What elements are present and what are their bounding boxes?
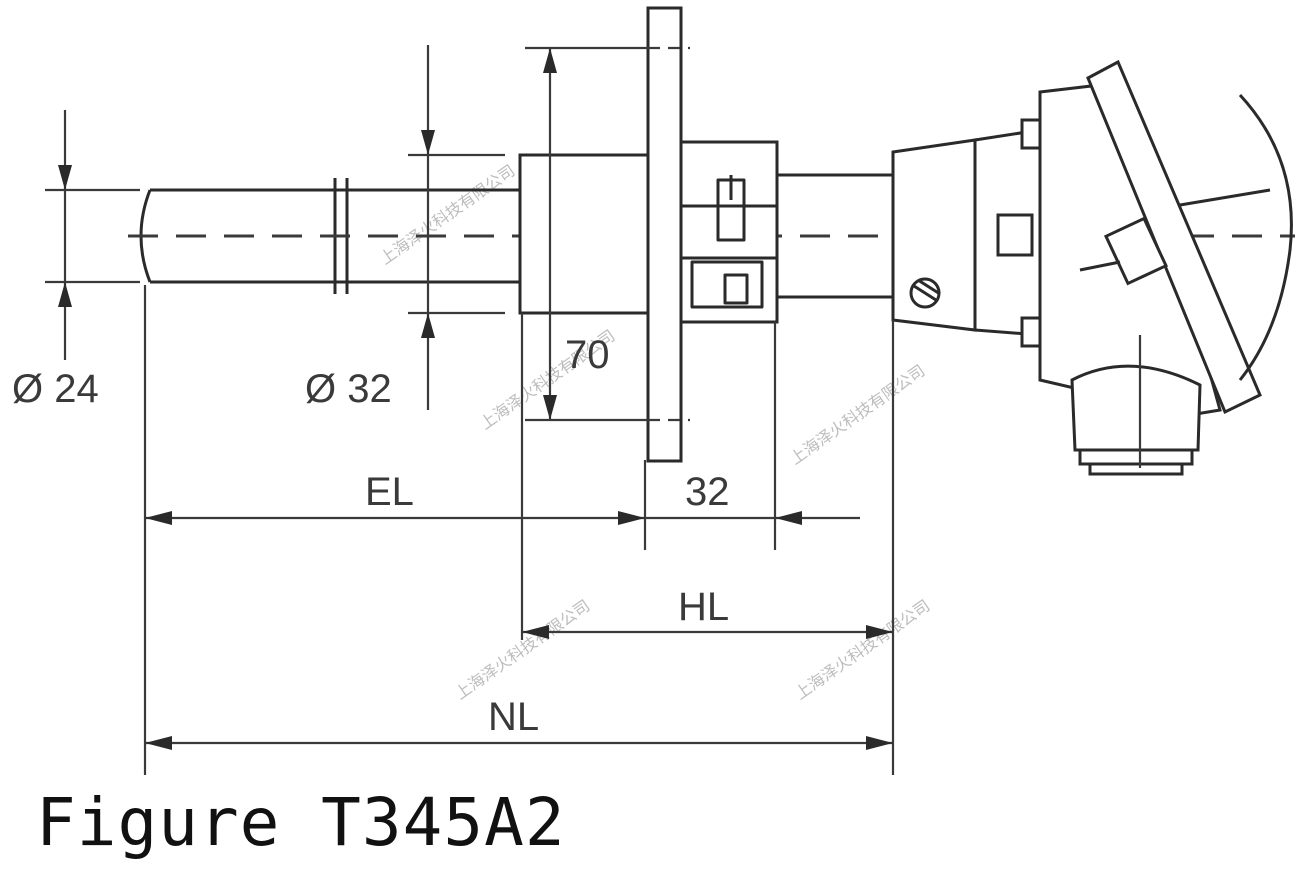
dim-label-nl: NL — [488, 695, 539, 739]
clamp-body — [679, 140, 779, 324]
dim-el — [143, 285, 647, 775]
dim-label-dia-32: Ø 32 — [305, 367, 392, 411]
terminal-head — [891, 59, 1293, 476]
dim-nl — [145, 736, 893, 750]
dim-label-el: EL — [365, 470, 414, 514]
adapter-block — [518, 153, 650, 315]
dim-gap-32 — [645, 322, 860, 550]
dim-dia-24 — [45, 110, 140, 360]
dim-label-70: 70 — [565, 333, 610, 377]
dim-label-dia-24: Ø 24 — [12, 367, 99, 411]
watermark-1: 上海泽火科技有限公司 — [376, 161, 518, 268]
dim-label-hl: HL — [678, 585, 729, 629]
dim-flange-70 — [525, 46, 648, 422]
neck-tube — [777, 173, 893, 299]
watermark-5: 上海泽火科技有限公司 — [791, 596, 933, 703]
dim-dia-32 — [421, 45, 435, 410]
dim-hl — [520, 313, 895, 775]
figure-caption: Figure T345A2 — [36, 784, 566, 861]
flange-plate — [646, 6, 683, 463]
tube-extension-lines — [408, 153, 505, 315]
dim-label-32: 32 — [685, 470, 730, 514]
watermark-3: 上海泽火科技有限公司 — [786, 361, 928, 468]
